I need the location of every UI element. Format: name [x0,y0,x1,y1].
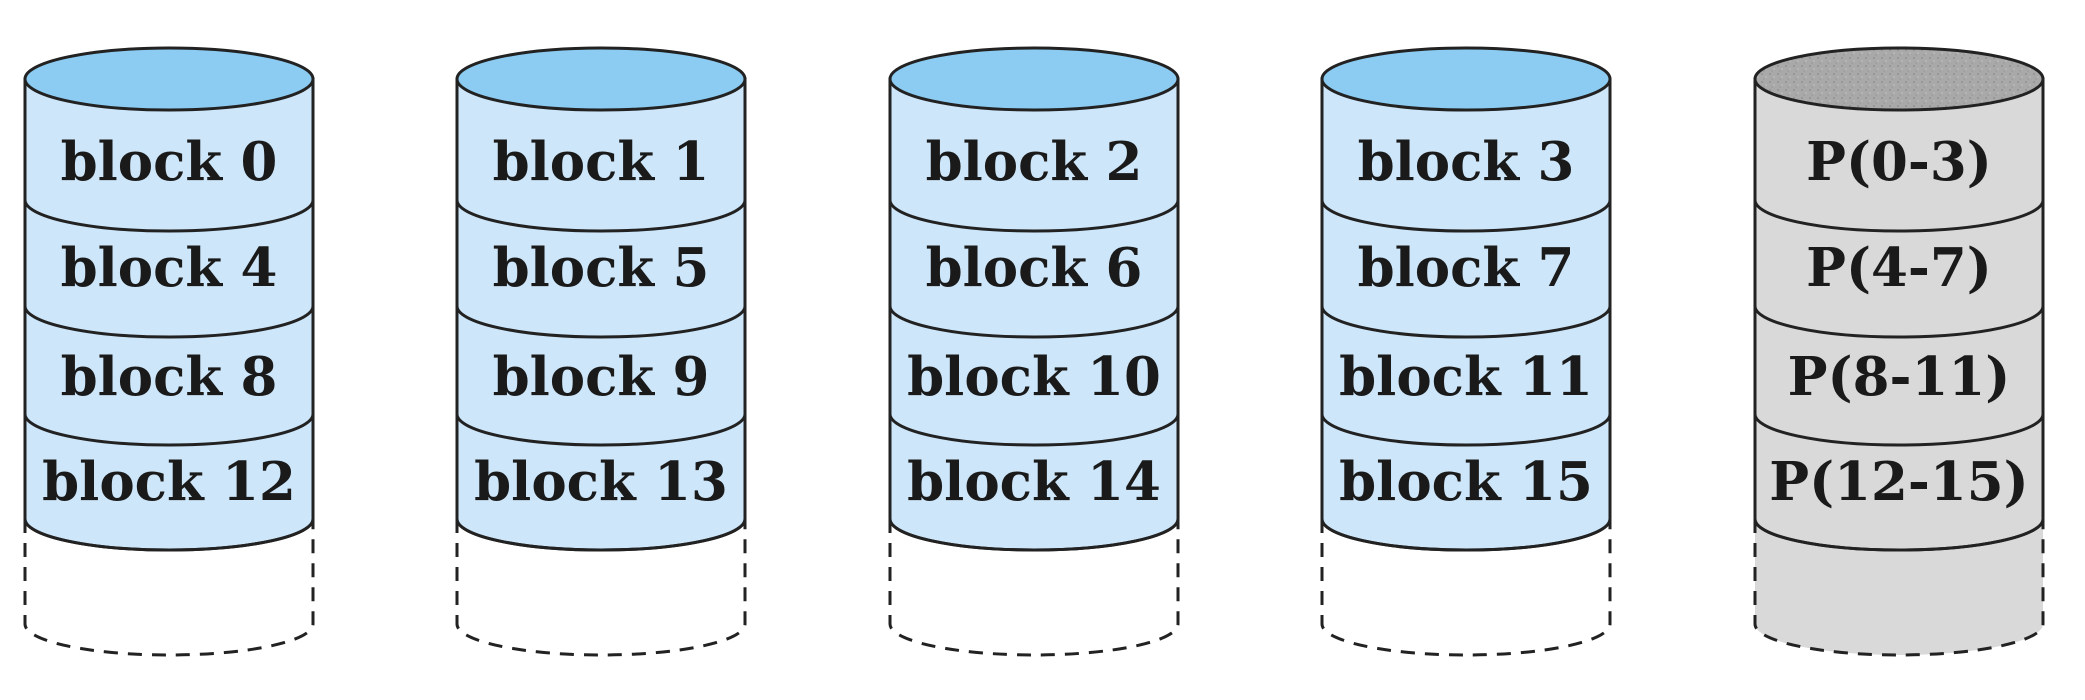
data-disk-icon [23,46,315,112]
data-block-label: block 12 [42,451,296,513]
parity-disk: P(0-3) P(4-7) P(8-11) P(12-15) [1753,46,2045,657]
data-block-label: block 15 [1339,451,1593,513]
block-divider [23,518,315,552]
disk-empty-outline [455,519,747,657]
data-block-label: block 6 [926,237,1143,299]
data-disk-icon [888,46,1180,112]
parity-block-label: P(4-7) [1806,237,1992,299]
block-divider [888,518,1180,552]
block-divider [1320,518,1612,552]
block-divider [1753,518,2045,552]
data-disk-icon [1320,46,1612,112]
disk-empty-outline [1320,519,1612,657]
block-divider [455,413,747,447]
disk-empty-outline [23,519,315,657]
block-divider [23,413,315,447]
block-divider [1753,305,2045,339]
data-block-label: block 14 [907,451,1161,513]
disk-empty-outline [1753,519,2045,657]
data-block-label: block 3 [1358,131,1575,193]
data-disk: block 3 block 7 block 11 block 15 [1320,46,1612,657]
parity-disk-empty-space [1755,519,2043,655]
data-disk: block 0 block 4 block 8 block 12 [23,46,315,657]
parity-block-label: P(0-3) [1806,131,1992,193]
data-block-label: block 5 [493,237,710,299]
block-divider [23,305,315,339]
block-divider [455,305,747,339]
data-block-label: block 4 [61,237,278,299]
block-divider [888,199,1180,233]
data-block-label: block 7 [1358,237,1575,299]
block-divider [1320,305,1612,339]
parity-block-label: P(12-15) [1769,451,2029,513]
block-divider [1320,199,1612,233]
block-divider [1320,413,1612,447]
block-divider [1753,199,2045,233]
data-block-label: block 1 [493,131,710,193]
data-block-label: block 0 [61,131,278,193]
data-block-label: block 8 [61,346,278,408]
block-divider [23,199,315,233]
parity-disk-icon [1753,46,2045,112]
block-divider [455,199,747,233]
data-block-label: block 2 [926,131,1143,193]
block-divider [888,413,1180,447]
data-block-label: block 10 [907,346,1161,408]
disk-empty-outline [888,519,1180,657]
data-block-label: block 13 [474,451,728,513]
data-block-label: block 9 [493,346,710,408]
data-disk: block 1 block 5 block 9 block 13 [455,46,747,657]
data-block-label: block 11 [1339,346,1593,408]
block-divider [455,518,747,552]
parity-block-label: P(8-11) [1788,346,2011,408]
block-divider [888,305,1180,339]
block-divider [1753,413,2045,447]
data-disk-icon [455,46,747,112]
data-disk: block 2 block 6 block 10 block 14 [888,46,1180,657]
